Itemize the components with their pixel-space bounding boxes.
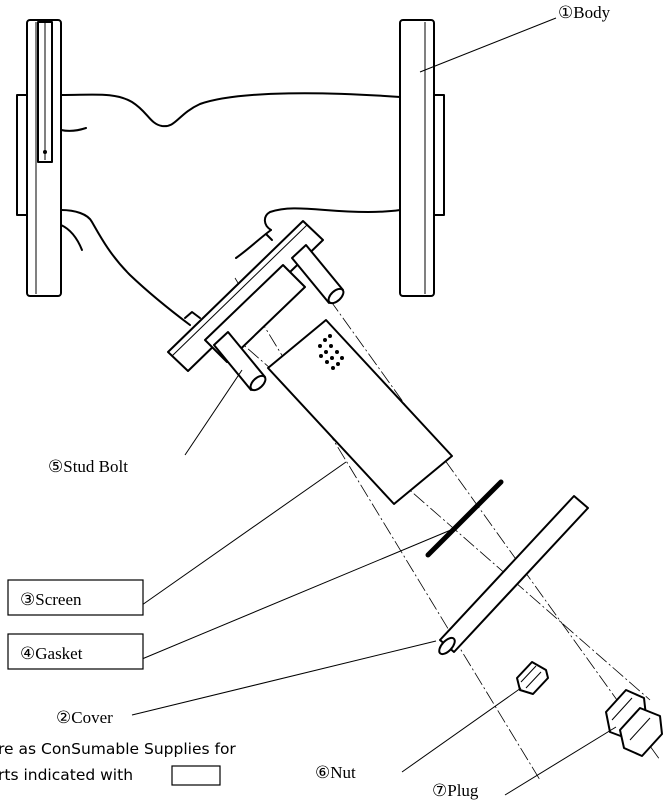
- consumables-note-line2: rts indicated with: [0, 766, 133, 784]
- nut-part: [516, 661, 549, 695]
- label-body: ①Body: [558, 3, 611, 22]
- cover-part: [438, 495, 589, 656]
- center-lines: [214, 277, 661, 781]
- label-stud-bolt: ⑤Stud Bolt: [48, 457, 128, 476]
- gasket: [425, 479, 504, 558]
- leader-lines: [131, 17, 617, 796]
- label-plug: ⑦Plug: [432, 781, 479, 800]
- screen-perforation-dots: [318, 334, 344, 370]
- label-nut: ⑥Nut: [315, 763, 356, 782]
- plug-part: [605, 689, 663, 757]
- screen-element: [267, 319, 453, 505]
- valve-body: [16, 19, 445, 326]
- label-box-screen: [7, 579, 144, 616]
- label-cover: ②Cover: [56, 708, 113, 727]
- consumables-legend-box: [171, 765, 221, 786]
- label-gasket: ④Gasket: [20, 644, 83, 663]
- consumables-note-line1: re as ConSumable Supplies for: [0, 740, 236, 758]
- label-screen: ③Screen: [20, 590, 82, 609]
- label-box-gasket: [7, 633, 144, 670]
